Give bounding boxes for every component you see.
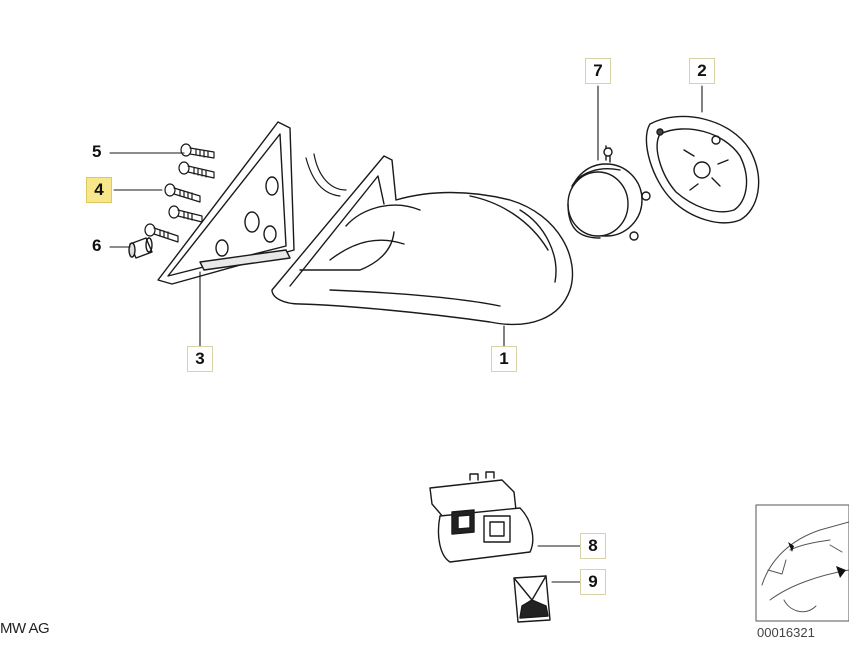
leader-lines <box>109 85 703 583</box>
callout-5[interactable]: 5 <box>92 142 102 161</box>
switch-cap[interactable] <box>513 575 551 623</box>
mirror-glass[interactable] <box>645 115 760 224</box>
callout-8[interactable]: 8 <box>580 533 606 559</box>
spacer-sleeve[interactable] <box>128 237 153 259</box>
callout-1[interactable]: 1 <box>491 346 517 372</box>
callout-2[interactable]: 2 <box>689 58 715 84</box>
callout-9[interactable]: 9 <box>580 569 606 595</box>
vehicle-thumbnail <box>755 504 849 622</box>
callout-7[interactable]: 7 <box>585 58 611 84</box>
mirror-base-plate[interactable] <box>157 121 295 285</box>
callout-6[interactable]: 6 <box>92 236 102 255</box>
mirror-switch[interactable] <box>429 471 534 563</box>
copyright-text: MW AG <box>0 620 50 637</box>
screw-set[interactable] <box>144 143 215 243</box>
mirror-actuator[interactable] <box>567 145 651 241</box>
callout-4[interactable]: 4 <box>86 177 112 203</box>
mirror-housing[interactable] <box>271 153 574 326</box>
callout-3[interactable]: 3 <box>187 346 213 372</box>
image-number: 00016321 <box>757 625 815 640</box>
